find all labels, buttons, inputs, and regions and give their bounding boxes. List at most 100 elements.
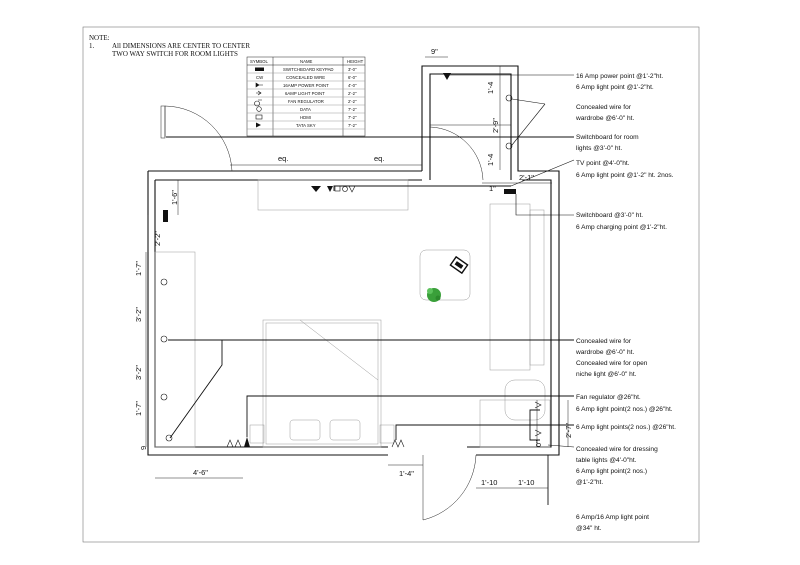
- annotation-line: @1'-2"ht.: [576, 479, 603, 486]
- dim-label: 2'-9": [491, 118, 500, 133]
- annotation-line: 6 Amp charging point @1'-2"ht.: [576, 224, 667, 231]
- legend-table: SYMBOL NAME HEIGHT CW SWITCHBOARD KEYPAD…: [246, 56, 366, 137]
- dim-label: eq.: [278, 154, 288, 163]
- dim-label: 3'-2": [134, 365, 143, 380]
- legend-row-name: SWITCHBOARD KEYPAD: [283, 67, 334, 72]
- doors: [160, 105, 484, 521]
- dim-label: 9": [431, 47, 438, 56]
- light-point-icon: [534, 401, 542, 409]
- annotation-line: wardrobe @6'-0" ht.: [575, 115, 634, 122]
- dim-label: 1'-4: [486, 154, 495, 166]
- annotation-line: 6 Amp light points(2 nos.) @26"ht.: [576, 424, 676, 431]
- dim-label: 1'-4: [486, 82, 495, 94]
- fan-regulator-icon: [254, 99, 262, 107]
- legend-row-name: CONCEALED WIRE: [286, 75, 325, 80]
- annotation-line: @34" ht.: [576, 525, 602, 532]
- legend-header-height: HEIGHT: [347, 59, 364, 64]
- annotation-line: 6 Amp light point @1'-2" ht. 2nos.: [576, 172, 674, 179]
- dim-label: 2'-7": [564, 423, 573, 438]
- legend-row-name: HDMI: [300, 115, 311, 120]
- power-point-icon: [443, 73, 451, 80]
- concealed-wire-icon: [165, 434, 173, 442]
- concealed-wire-icon: [505, 94, 513, 102]
- legend-row-name: 16AMP POWER POINT: [283, 83, 329, 88]
- notes-block: NOTE: 1. All DIMENSIONS ARE CENTER TO CE…: [89, 34, 250, 58]
- notes-line-1: All DIMENSIONS ARE CENTER TO CENTER: [112, 42, 250, 50]
- light-point-icon: [226, 439, 242, 448]
- legend-row-name: DATA: [300, 107, 311, 112]
- dim-label: 1'-10: [518, 478, 534, 487]
- legend-symbol-cw: CW: [256, 75, 264, 80]
- door-bottom-swing: [422, 454, 477, 521]
- hdmi-icon: [255, 114, 263, 120]
- dim-label: 9: [139, 446, 148, 450]
- annotation-line: table lights @4'-0"ht.: [576, 457, 637, 464]
- tv-point-icon: [311, 186, 321, 192]
- data-icon: [342, 186, 348, 192]
- concealed-wire-icon: [505, 142, 513, 150]
- legend-row-height: 7'-2": [348, 115, 357, 120]
- wiring: [166, 74, 575, 505]
- dim-label: 3'-2": [134, 307, 143, 322]
- dim-label: 1'-7": [134, 401, 143, 416]
- legend-row-height: 2'-2": [348, 91, 357, 96]
- legend-row-height: 4'-0": [348, 83, 357, 88]
- annotation-line: lights @3'-0" ht.: [576, 145, 622, 152]
- notes-item-number: 1.: [89, 42, 95, 50]
- notes-line-2: TWO WAY SWITCH FOR ROOM LIGHTS: [112, 50, 238, 58]
- sheet-border: [82, 26, 700, 543]
- hdmi-icon: [334, 185, 341, 192]
- plant-icon: [427, 288, 441, 302]
- concealed-wire-icon: [160, 393, 168, 401]
- annotation-line: niche light @6'-0" ht.: [576, 371, 637, 378]
- legend-row-name: 6AMP LIGHT POINT: [285, 91, 325, 96]
- annotation-line: 6 Amp light point @1'-2"ht.: [576, 84, 654, 91]
- fan-regulator-icon: [244, 437, 250, 447]
- dim-label: 2'-1": [519, 173, 534, 182]
- annotation-line: 6 Amp light point(2 nos.) @26"ht.: [576, 406, 673, 413]
- legend-header-name: NAME: [300, 59, 313, 64]
- dimension-lines: [145, 56, 569, 489]
- door-right-swing: [429, 126, 484, 181]
- legend-row-height: 7'-2": [348, 107, 357, 112]
- dim-label: 1'-10: [481, 478, 497, 487]
- annotation-line: Concealed wire for dressing: [576, 446, 658, 453]
- light-point-icon: [256, 90, 262, 96]
- concealed-wire-icon: [160, 335, 168, 343]
- annotation-line: 6 Amp light point(2 nos.): [576, 468, 647, 475]
- annotation-line: Concealed wire for open: [576, 360, 648, 367]
- furniture: [154, 179, 551, 448]
- legend-row-height: 6'-0": [348, 75, 357, 80]
- annotation-line: TV point @4'-0"ht.: [576, 160, 630, 167]
- legend-row-height: 2'-2": [348, 99, 357, 104]
- legend-row-height: 3'-0": [348, 67, 357, 72]
- dim-label: 1'-7": [134, 261, 143, 276]
- electrical-points: [160, 73, 542, 448]
- legend-row-name: TATA SKY: [296, 123, 316, 128]
- data-icon: [256, 106, 262, 112]
- legend-row-name: FAN REGULATOR: [288, 99, 324, 104]
- dim-label: 1": [489, 184, 496, 193]
- annotation-line: Concealed wire for: [576, 104, 632, 111]
- tata-sky-icon: [256, 122, 261, 128]
- switchboard-icon: [255, 67, 264, 71]
- dim-label: 1'-4": [399, 469, 414, 478]
- power-point-icon: [255, 82, 263, 88]
- light-point-icon: [534, 429, 542, 437]
- door-left-swing: [164, 105, 233, 172]
- dimension-labels: 9" 1'-4 2'-9" 1'-4 eq. eq. 1" 2'-1" 1'-6…: [134, 47, 573, 487]
- legend-row-height: 7'-2": [348, 123, 357, 128]
- dim-label: eq.: [374, 154, 384, 163]
- laptop-icon: [449, 255, 469, 275]
- notes-title: NOTE:: [89, 34, 110, 42]
- legend-header-symbol: SYMBOL: [250, 59, 269, 64]
- dim-label: 2'-2": [153, 231, 162, 246]
- annotations: 16 Amp power point @1'-2"ht. 6 Amp light…: [575, 73, 676, 532]
- tata-sky-icon: [327, 186, 333, 192]
- dim-label: 0": [534, 440, 543, 447]
- annotation-line: Fan regulator @26"ht.: [576, 394, 641, 401]
- dim-label: 1'-6": [170, 190, 179, 205]
- legend-rows: SWITCHBOARD KEYPAD 3'-0" CONCEALED WIRE …: [283, 67, 357, 128]
- annotation-line: 16 Amp power point @1'-2"ht.: [576, 73, 663, 80]
